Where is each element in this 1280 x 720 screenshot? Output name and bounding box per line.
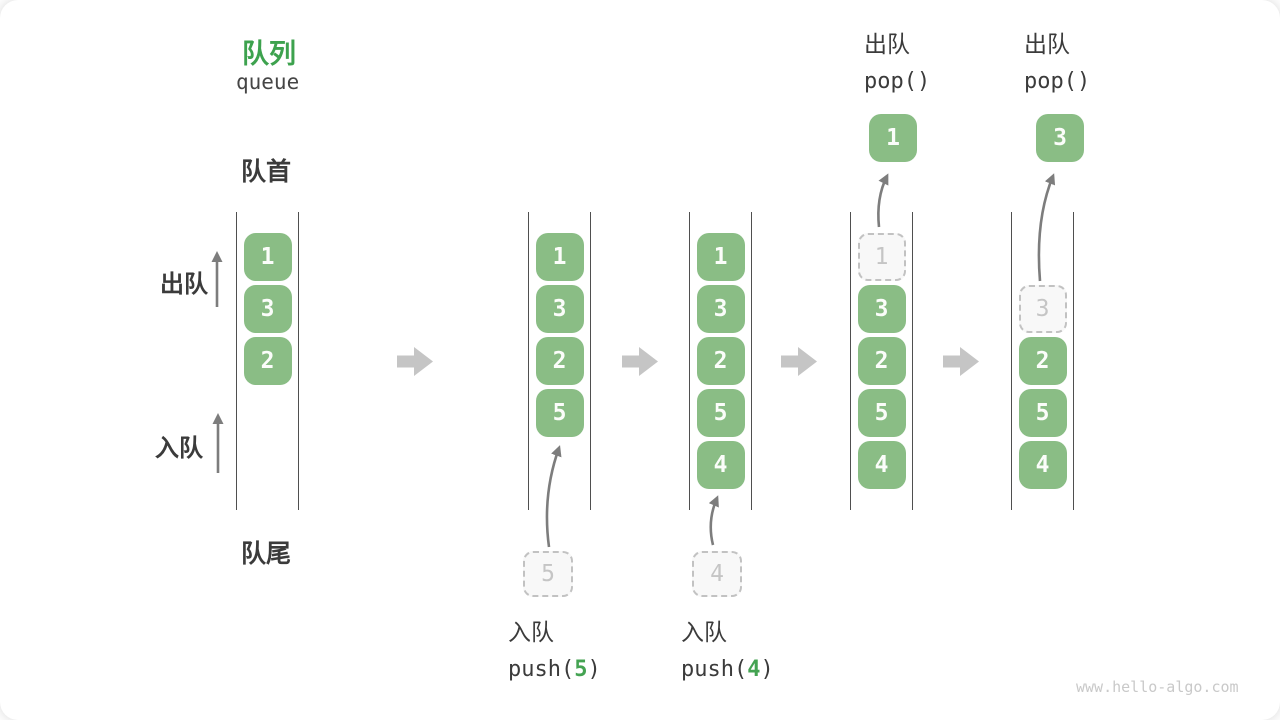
pop-label-code: pop() (1024, 69, 1091, 94)
queue-rear-label: 队尾 (241, 540, 292, 568)
queue-cell: 5 (1018, 389, 1067, 437)
watermark: www.hello-algo.com (1076, 678, 1239, 696)
queue-cell: 1 (243, 233, 292, 281)
pop-operation-label: 出队 pop() (1024, 26, 1090, 100)
queue-state-3 (689, 212, 752, 510)
popped-cell: 3 (1036, 114, 1084, 162)
page-subtitle: queue (236, 70, 300, 94)
push-label-code: push(4) (681, 657, 774, 682)
enqueue-direction-label: 入队 (155, 435, 203, 462)
push-label-zh: 入队 (508, 619, 554, 645)
queue-cell: 3 (535, 285, 584, 333)
queue-cell: 1 (696, 233, 745, 281)
queue-cell: 2 (1018, 337, 1067, 385)
pop-operation-label: 出队 pop() (864, 26, 930, 100)
queue-cell: 5 (535, 389, 584, 437)
queue-state-1 (236, 212, 299, 510)
queue-cell: 4 (1018, 441, 1067, 489)
queue-state-4 (850, 212, 913, 510)
transition-arrow-icon (397, 347, 433, 376)
push-arg-value: 5 (574, 657, 588, 682)
queue-cell: 4 (857, 441, 906, 489)
queue-state-2 (528, 212, 591, 510)
dequeue-direction-label: 出队 (160, 271, 208, 298)
queue-cell-removed: 1 (857, 233, 906, 281)
popped-cell: 1 (869, 114, 917, 162)
transition-arrow-icon (622, 347, 658, 376)
pop-label-code: pop() (864, 69, 931, 94)
transition-arrow-icon (943, 347, 979, 376)
push-label-zh: 入队 (681, 619, 727, 645)
push-operation-label: 入队 push(4) (681, 614, 774, 688)
queue-front-label: 队首 (241, 158, 292, 186)
pop-label-zh: 出队 (1024, 31, 1070, 57)
queue-cell: 2 (535, 337, 584, 385)
queue-state-5 (1011, 212, 1074, 510)
queue-cell: 5 (857, 389, 906, 437)
staging-cell: 4 (692, 551, 742, 597)
queue-cell-removed: 3 (1018, 285, 1067, 333)
staging-cell: 5 (523, 551, 573, 597)
queue-cell: 3 (243, 285, 292, 333)
push-operation-label: 入队 push(5) (508, 614, 601, 688)
queue-cell: 1 (535, 233, 584, 281)
queue-cell: 2 (243, 337, 292, 385)
page-title: 队列 (242, 39, 296, 69)
push-arg-value: 4 (747, 657, 761, 682)
queue-cell: 2 (857, 337, 906, 385)
push-label-code: push(5) (508, 657, 601, 682)
pop-label-zh: 出队 (864, 31, 910, 57)
queue-cell: 3 (857, 285, 906, 333)
queue-cell: 2 (696, 337, 745, 385)
queue-cell: 4 (696, 441, 745, 489)
queue-cell: 5 (696, 389, 745, 437)
transition-arrow-icon (781, 347, 817, 376)
queue-cell: 3 (696, 285, 745, 333)
